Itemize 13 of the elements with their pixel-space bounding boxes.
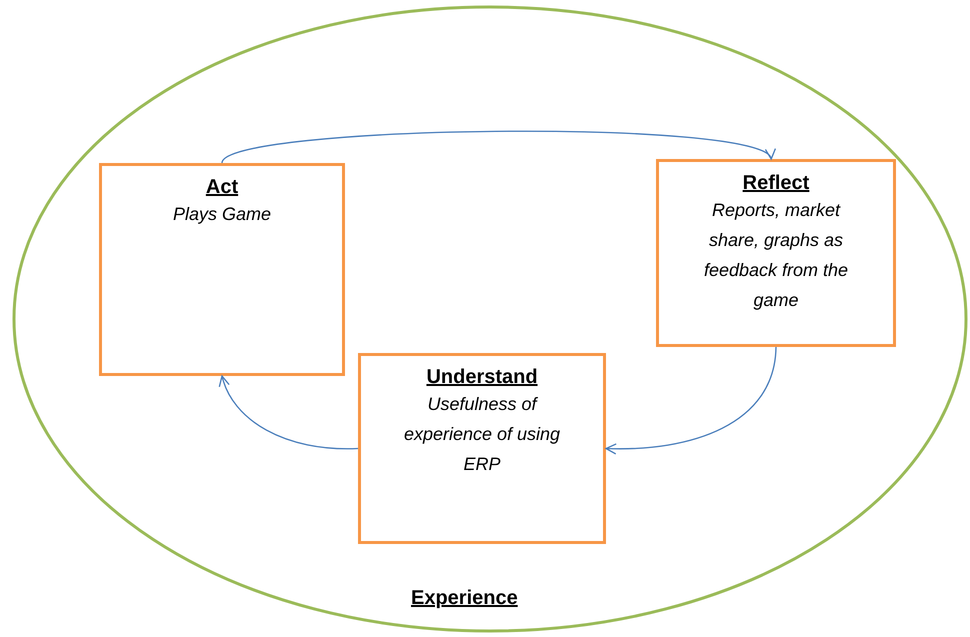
- arrow: [605, 346, 777, 454]
- process-box: [99, 163, 345, 376]
- experience-ellipse: [12, 5, 968, 633]
- box-heading: Reflect: [742, 172, 810, 195]
- box-heading: Understand: [426, 366, 538, 389]
- arrow: [220, 375, 358, 450]
- ellipse-heading: Experience: [411, 587, 518, 610]
- box-description: Plays Game: [172, 203, 272, 226]
- process-box: [358, 353, 606, 544]
- box-heading: Act: [206, 176, 238, 199]
- process-box: [656, 159, 896, 347]
- box-description: Usefulness of experience of using ERP: [402, 393, 562, 476]
- box-description: Reports, market share, graphs as feedback from the game: [702, 199, 850, 312]
